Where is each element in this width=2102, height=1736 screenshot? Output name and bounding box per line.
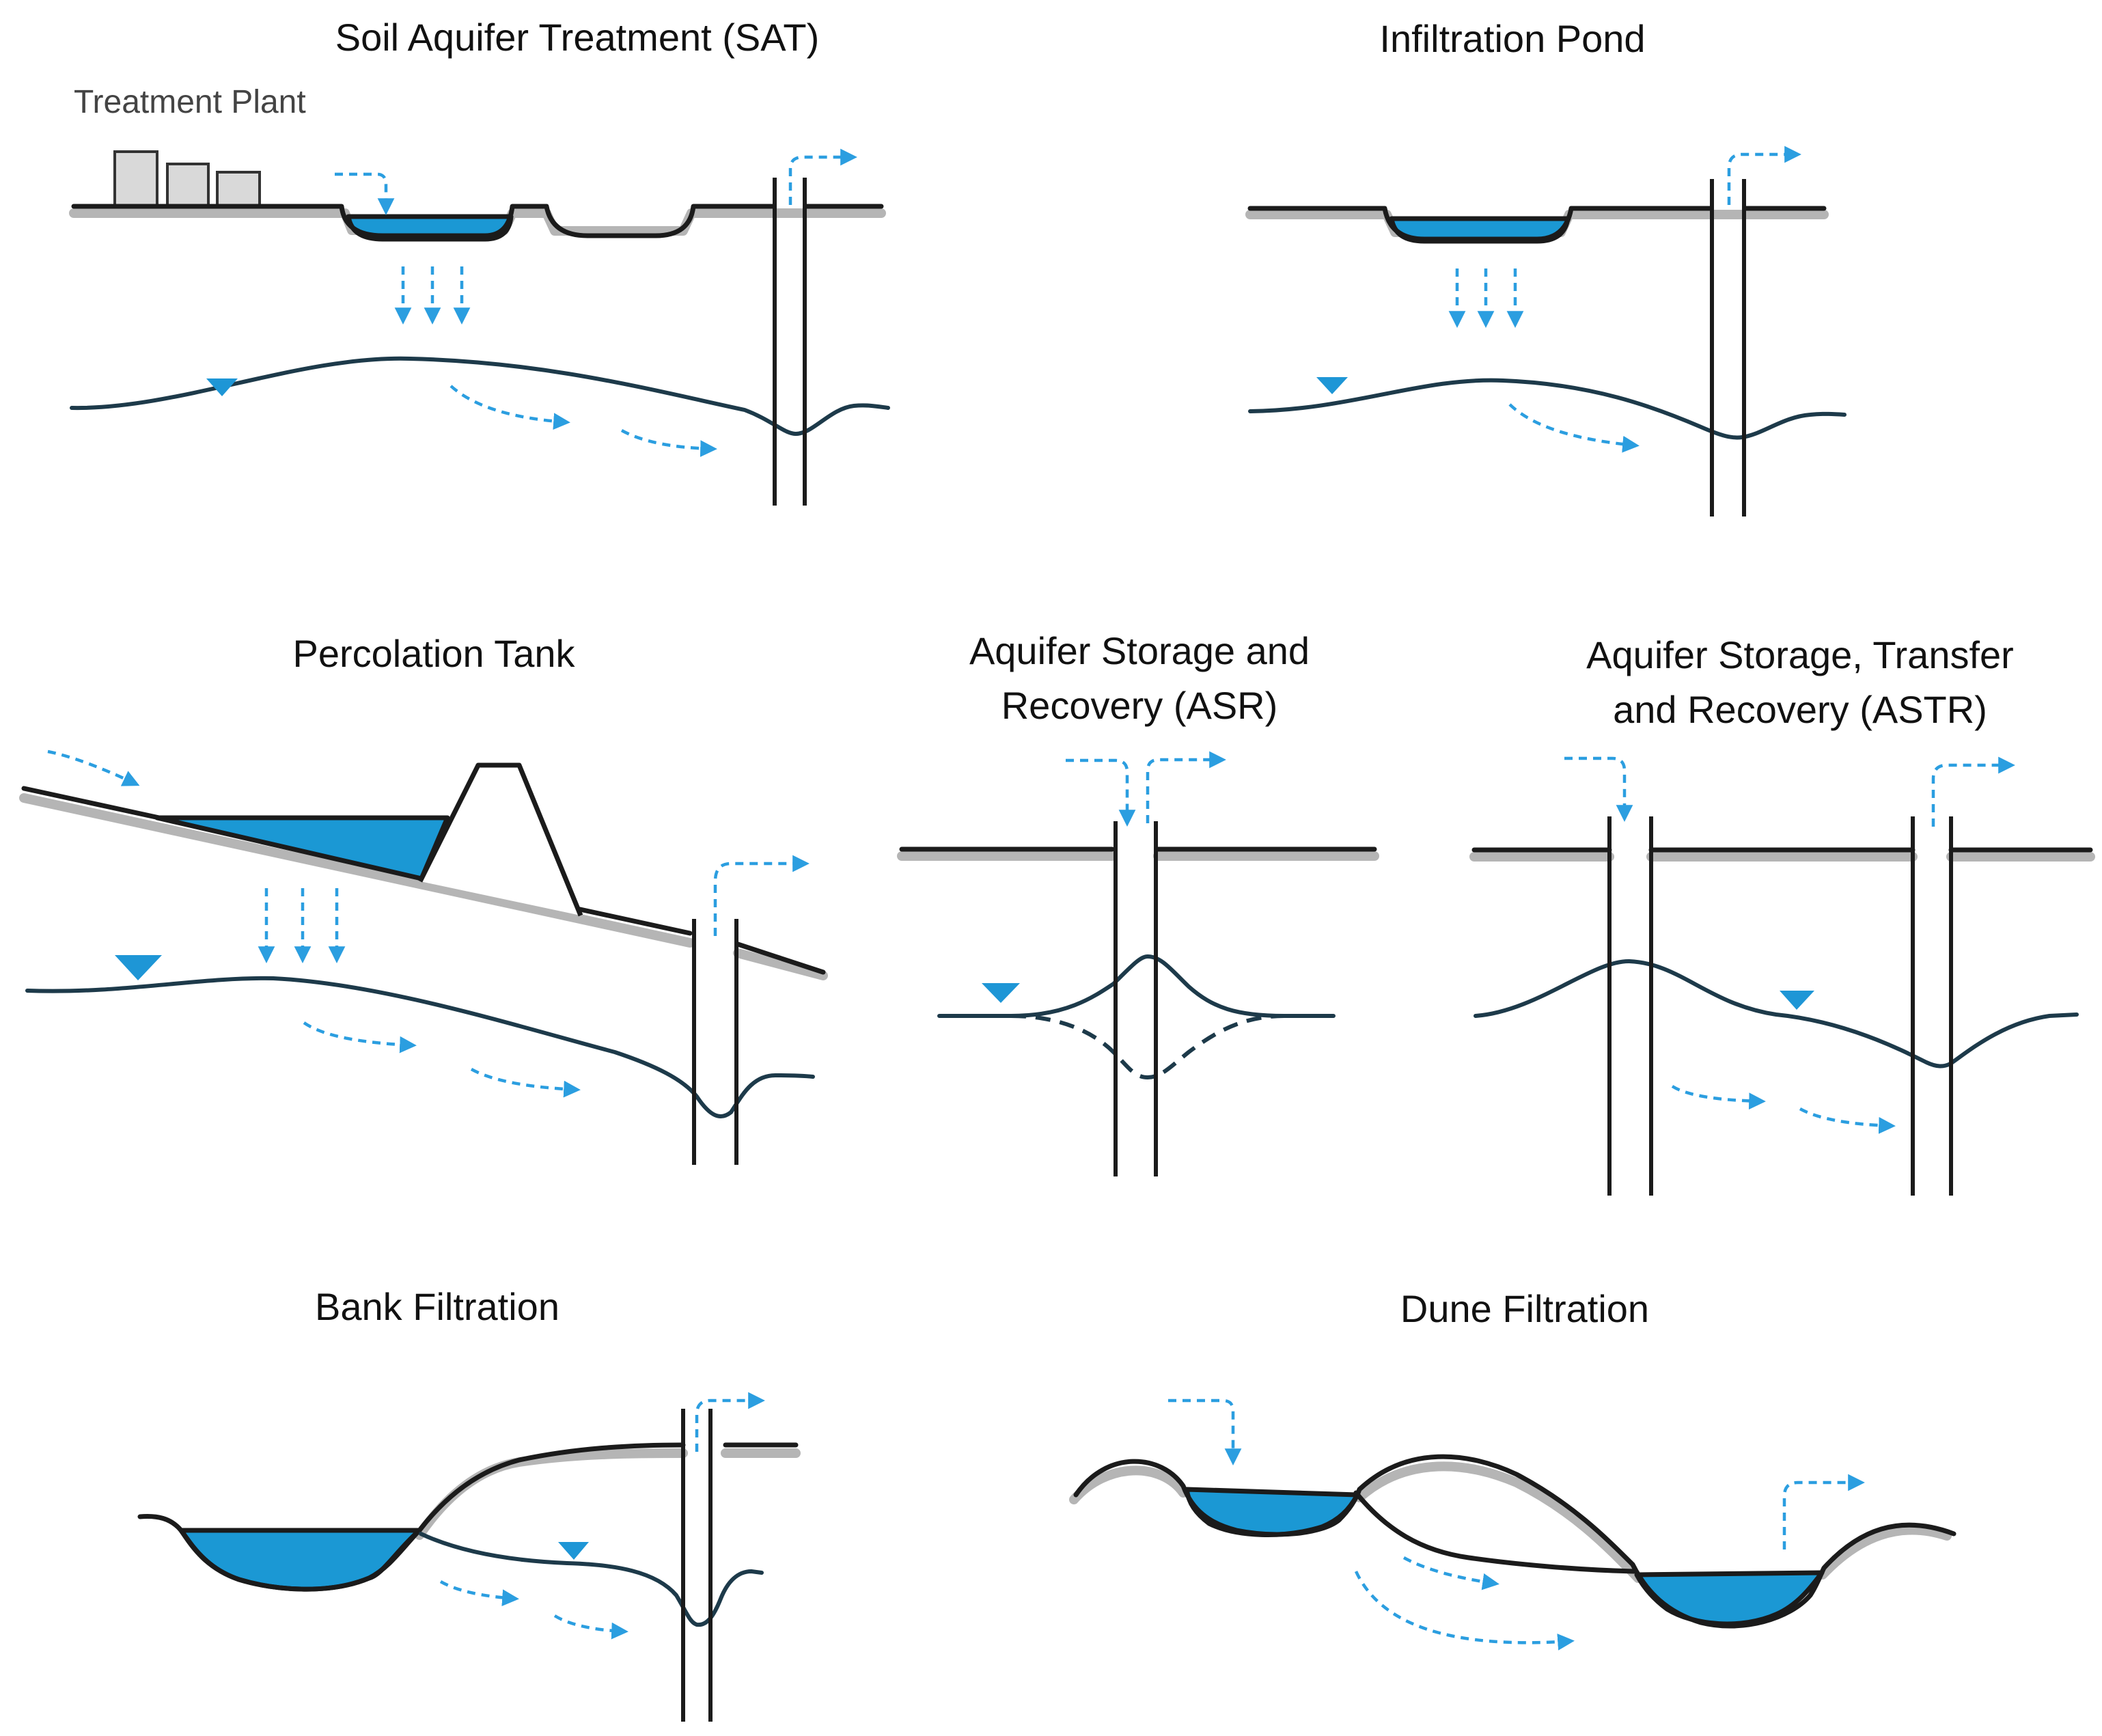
- infiltration-pond-extraction-arrow: [1727, 146, 1801, 205]
- sat-title: Soil Aquifer Treatment (SAT): [335, 16, 820, 59]
- sat-recharge-arrows: [335, 172, 471, 325]
- sat-water-table: [70, 356, 890, 437]
- dune-filtration-dune-surface: [1073, 1454, 1956, 1629]
- bank-filtration-riverbed: [137, 1442, 799, 1592]
- infiltration-pond-recharge-arrows: [1448, 268, 1524, 328]
- bank-filtration-extraction-arrow: [695, 1392, 765, 1452]
- percolation-tank-title: Percolation Tank: [293, 632, 576, 675]
- sat-recovery-well: [773, 178, 807, 506]
- astr-recovery-well: [1911, 816, 1953, 1196]
- bank-filtration-groundwater-flow-arrows: [439, 1580, 628, 1640]
- treatment-plant-icon: [113, 150, 261, 208]
- bank-filtration-ground-hatch: [415, 1448, 801, 1540]
- asr-well: [1114, 821, 1158, 1176]
- percolation-tank-dam: [417, 762, 583, 917]
- astr-title-line2: and Recovery (ASTR): [1613, 688, 1987, 731]
- asr-title-line2: Recovery (ASR): [1001, 684, 1278, 727]
- astr-title-line1: Aquifer Storage, Transfer: [1586, 633, 2014, 676]
- bank-filtration-water-table: [419, 1532, 764, 1627]
- percolation-tank-water-table-marker-icon: [115, 955, 162, 980]
- sat-ground-surface: [71, 204, 884, 238]
- infiltration-pond-recovery-well: [1710, 179, 1746, 516]
- dune-filtration-groundwater-flow-arrows: [1354, 1556, 1575, 1651]
- astr-groundwater-flow-arrows: [1671, 1085, 1896, 1134]
- asr-water-table-recovery: [1010, 1014, 1285, 1080]
- percolation-tank-groundwater-flow-arrows: [303, 1021, 581, 1098]
- infiltration-pond-title: Infiltration Pond: [1379, 17, 1645, 60]
- astr-panel: Aquifer Storage, Transfer and Recovery (…: [1469, 633, 2095, 1196]
- percolation-tank-recovery-well: [692, 919, 738, 1165]
- dune-filtration-panel: Dune Filtration: [1069, 1287, 1956, 1651]
- asr-title-line1: Aquifer Storage and: [969, 629, 1310, 672]
- bank-filtration-recovery-well: [681, 1409, 713, 1722]
- bank-filtration-river-water: [178, 1528, 422, 1592]
- astr-injection-arrow: [1564, 756, 1633, 822]
- dune-filtration-infiltration-pond: [1184, 1487, 1360, 1537]
- percolation-tank-recharge-arrows: [47, 749, 346, 963]
- infiltration-pond-water-table: [1248, 378, 1847, 440]
- astr-water-table: [1474, 959, 2079, 1069]
- bank-filtration-panel: Bank Filtration: [137, 1285, 801, 1722]
- dune-filtration-water-table-line: [1353, 1490, 1637, 1574]
- bank-filtration-water-table-marker-icon: [558, 1542, 589, 1560]
- asr-injection-arrow: [1066, 758, 1136, 827]
- dune-filtration-ground-hatch: [1069, 1461, 1952, 1583]
- infiltration-pond-water-table-marker-icon: [1316, 377, 1348, 394]
- asr-panel: Aquifer Storage and Recovery (ASR): [897, 629, 1379, 1176]
- infiltration-pond-groundwater-flow-arrow: [1508, 403, 1640, 453]
- asr-water-table-marker-icon: [982, 983, 1020, 1003]
- asr-extraction-arrow: [1146, 751, 1226, 823]
- sat-panel: Soil Aquifer Treatment (SAT) Treatment P…: [69, 16, 890, 506]
- astr-extraction-arrow: [1931, 756, 2015, 827]
- percolation-tank-panel: Percolation Tank: [19, 632, 828, 1165]
- asr-water-table-injection: [937, 954, 1336, 1018]
- sat-groundwater-flow-arrows: [450, 385, 717, 457]
- astr-injection-well: [1607, 816, 1653, 1196]
- sat-water-table-marker-icon: [206, 378, 238, 396]
- dune-filtration-recharge-arrow: [1168, 1399, 1242, 1465]
- astr-water-table-marker-icon: [1780, 991, 1814, 1010]
- dune-filtration-extraction-arrow: [1782, 1474, 1865, 1549]
- treatment-plant-label: Treatment Plant: [74, 84, 306, 120]
- dune-filtration-recovery-pond: [1634, 1570, 1825, 1627]
- dune-filtration-title: Dune Filtration: [1400, 1287, 1649, 1330]
- sat-extraction-arrow: [788, 148, 857, 205]
- bank-filtration-title: Bank Filtration: [315, 1285, 559, 1328]
- percolation-tank-ground-hatch: [19, 793, 828, 980]
- percolation-tank-water: [154, 815, 450, 881]
- infiltration-pond-ground-surface: [1247, 206, 1827, 242]
- percolation-tank-water-table: [25, 976, 815, 1119]
- percolation-tank-extraction-arrow: [713, 855, 810, 936]
- infiltration-pond-panel: Infiltration Pond: [1245, 17, 1847, 516]
